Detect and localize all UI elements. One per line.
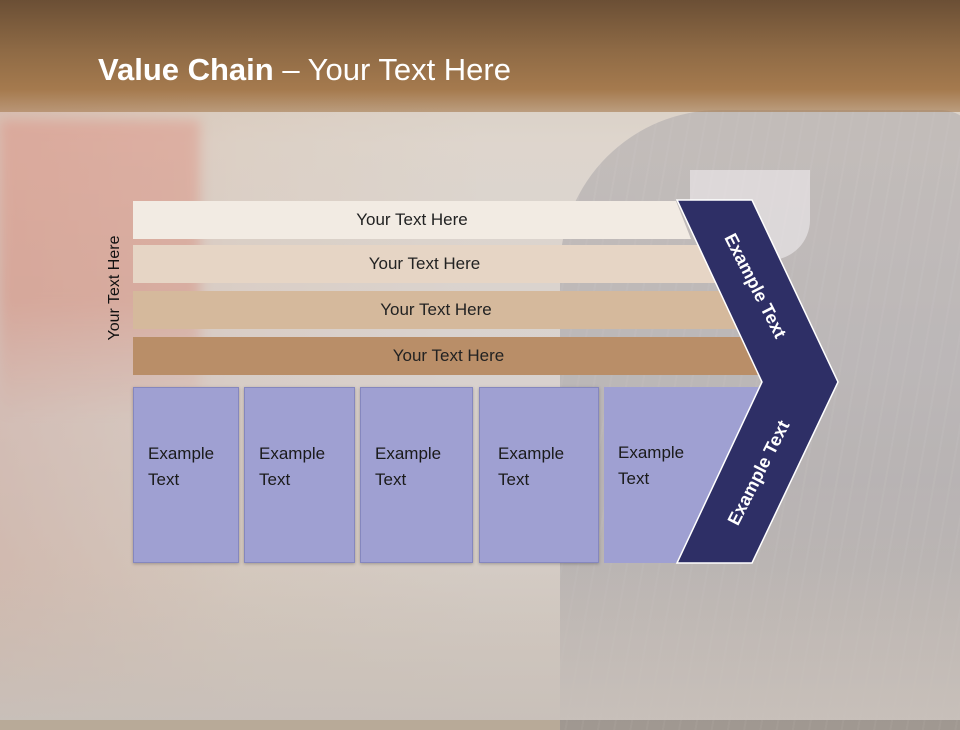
bar-2: Your Text Here (133, 245, 716, 283)
chevron-shape (675, 199, 839, 564)
bar-1: Your Text Here (133, 201, 691, 239)
column-1-line-1: Example (148, 444, 215, 463)
column-4-line-1: Example (498, 444, 565, 463)
column-2-line-2: Text (259, 470, 291, 489)
column-2-line-1: Example (259, 444, 326, 463)
slide-title-rest: – Your Text Here (273, 52, 511, 87)
slide-title-bold: Value Chain (98, 52, 274, 87)
column-3-line-2: Text (375, 470, 407, 489)
column-3-line-1: Example (375, 444, 442, 463)
bar-4: Your Text Here (133, 337, 764, 375)
column-5-line-2: Text (618, 469, 650, 488)
column-1-line-2: Text (148, 470, 180, 489)
bar-3-label: Your Text Here (380, 300, 492, 319)
bar-3: Your Text Here (133, 291, 739, 329)
column-4-line-2: Text (498, 470, 530, 489)
bar-1-label: Your Text Here (356, 210, 468, 229)
slide-title: Value Chain – Your Text Here (98, 52, 511, 88)
bar-2-label: Your Text Here (368, 254, 481, 273)
title-banner: Value Chain – Your Text Here (0, 0, 960, 112)
column-5-line-1: Example (618, 443, 685, 462)
bar-4-label: Your Text Here (392, 346, 505, 365)
